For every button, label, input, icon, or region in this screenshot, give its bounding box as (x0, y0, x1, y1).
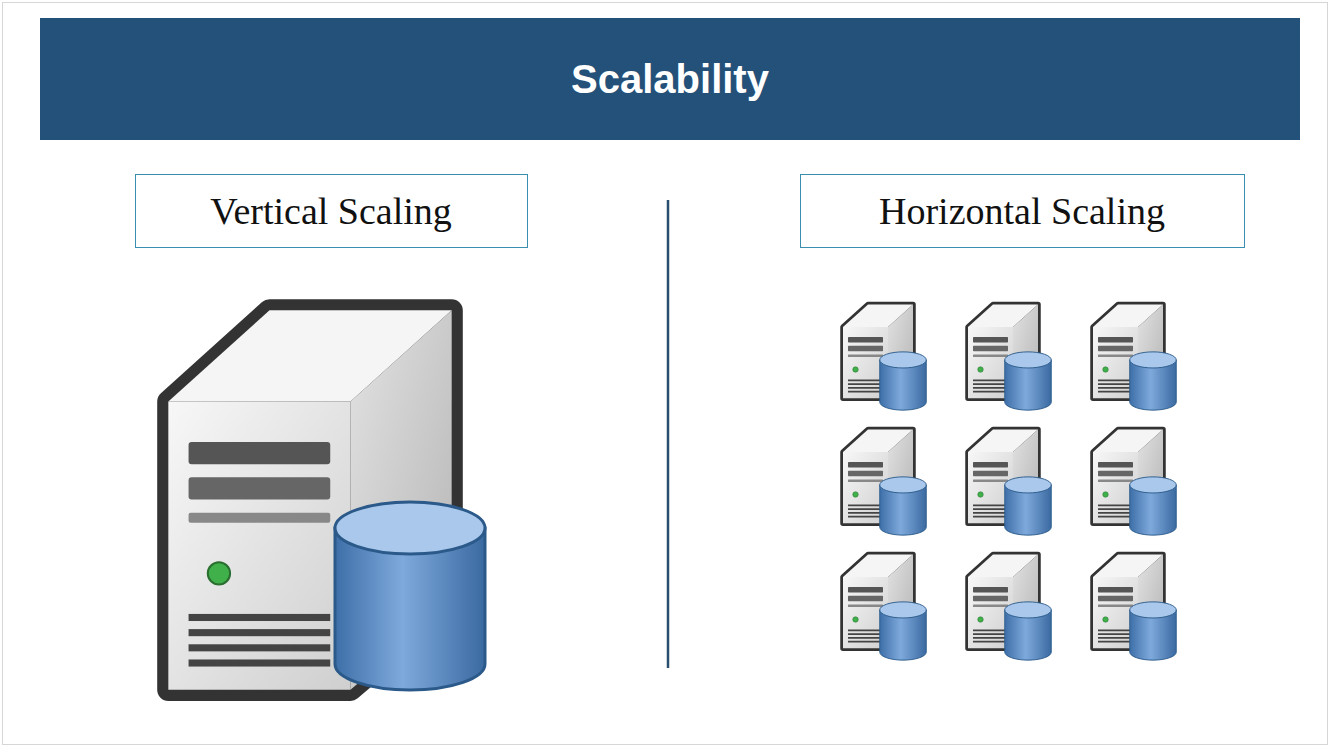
server-grid (843, 305, 1176, 661)
title-holder: Scalability (40, 18, 1300, 140)
divider-line (667, 200, 670, 668)
title-text: Scalability (571, 57, 769, 102)
box-label: Horizontal Scaling (879, 189, 1165, 233)
box-label: Vertical Scaling (210, 189, 452, 233)
database-icon (335, 502, 485, 690)
label-box: Vertical Scaling (135, 174, 528, 248)
label-box: Horizontal Scaling (800, 174, 1245, 248)
